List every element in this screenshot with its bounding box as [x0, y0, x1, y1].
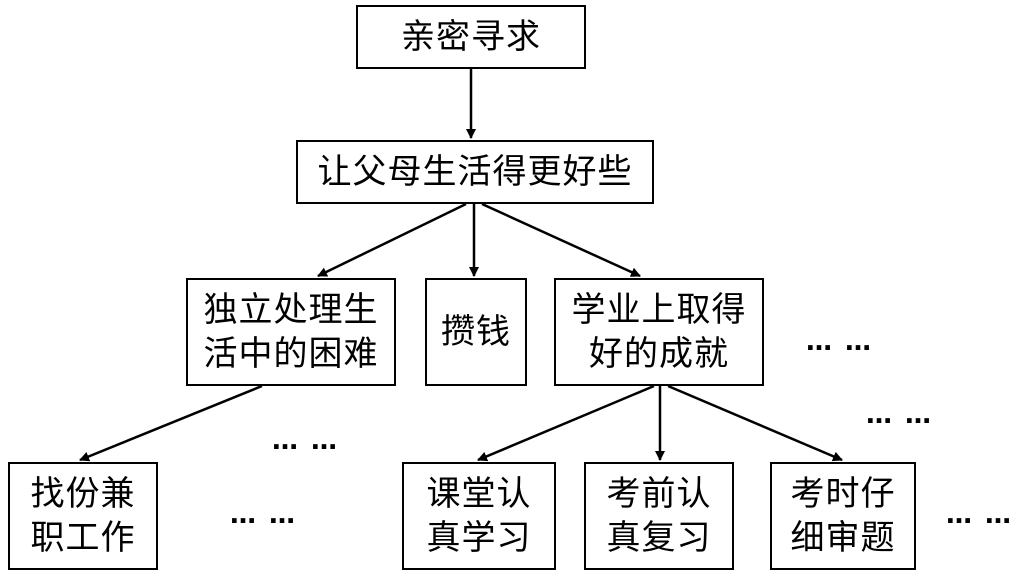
node-read-questions-carefully-line-1: 考时仔 — [790, 474, 896, 514]
node-review-before-exam: 考前认 真复习 — [584, 462, 734, 570]
node-review-before-exam-line-2: 真复习 — [606, 518, 712, 558]
node-handle-life-difficulties-line-1: 独立处理生 — [203, 290, 379, 330]
ellipsis-independent-more: … … — [272, 426, 340, 456]
node-intimacy-seeking: 亲密寻求 — [356, 5, 586, 69]
node-read-questions-carefully: 考时仔 细审题 — [770, 462, 916, 570]
node-save-money-label: 攒钱 — [441, 312, 511, 352]
node-review-before-exam-line-1: 考前认 — [606, 474, 712, 514]
node-academic-achievement-line-1: 学业上取得 — [571, 290, 747, 330]
node-study-in-class-line-1: 课堂认 — [426, 474, 532, 514]
edge-independent-to-part-time — [79, 384, 263, 462]
node-part-time-job-line-2: 职工作 — [30, 518, 136, 558]
edge-level1-to-independent — [317, 202, 467, 278]
ellipsis-academic-more: … … — [866, 400, 934, 430]
node-academic-achievement-line-2: 好的成就 — [589, 334, 729, 374]
node-better-life-for-parents-label: 让父母生活得更好些 — [317, 152, 633, 192]
node-part-time-job: 找份兼 职工作 — [8, 462, 158, 570]
edge-academic-to-exam-careful — [667, 384, 843, 462]
edge-level1-to-academic — [481, 202, 641, 278]
node-read-questions-carefully-line-2: 细审题 — [790, 518, 896, 558]
node-part-time-job-line-1: 找份兼 — [30, 474, 136, 514]
node-save-money: 攒钱 — [425, 278, 527, 386]
node-intimacy-seeking-label: 亲密寻求 — [401, 17, 541, 57]
node-handle-life-difficulties: 独立处理生 活中的困难 — [186, 278, 396, 386]
edge-academic-to-class-study — [477, 384, 655, 462]
ellipsis-level3-right-more: … … — [946, 500, 1014, 530]
node-study-in-class-line-2: 真学习 — [426, 518, 532, 558]
node-better-life-for-parents: 让父母生活得更好些 — [296, 140, 654, 204]
ellipsis-level3-left-more: … … — [230, 500, 298, 530]
ellipsis-level2-more: … … — [806, 327, 874, 357]
node-academic-achievement: 学业上取得 好的成就 — [554, 278, 764, 386]
node-study-in-class: 课堂认 真学习 — [402, 462, 556, 570]
node-handle-life-difficulties-line-2: 活中的困难 — [203, 334, 379, 374]
